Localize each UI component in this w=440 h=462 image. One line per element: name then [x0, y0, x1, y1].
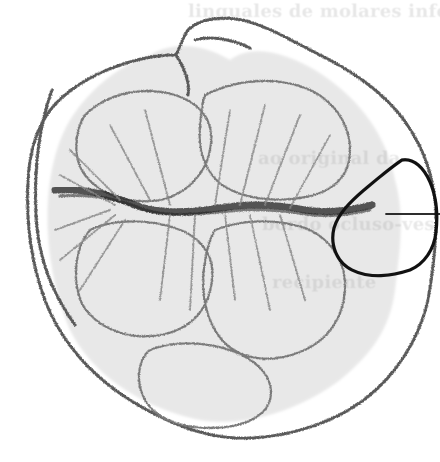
tooth-occlusal-drawing	[0, 0, 440, 462]
scanned-page: linguales de molares inferiores ao origi…	[0, 0, 440, 462]
